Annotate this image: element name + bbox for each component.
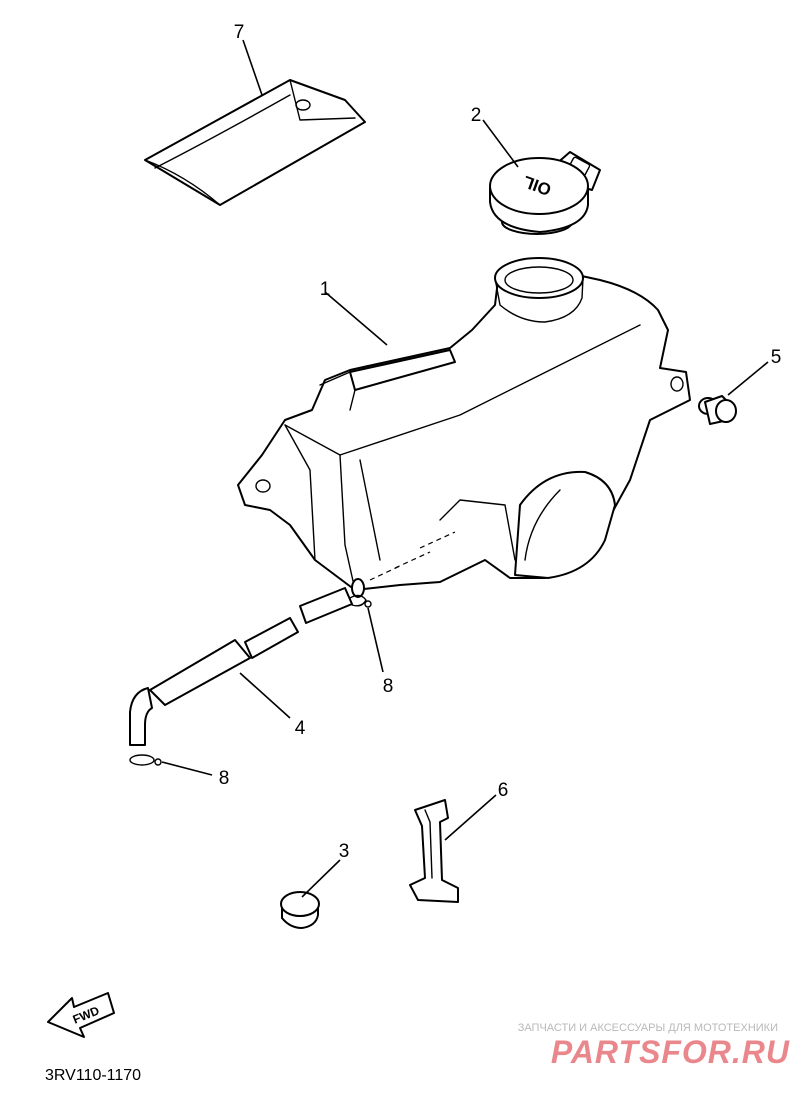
fwd-direction-arrow: FWD (47, 992, 115, 1038)
part-6-bracket (409, 799, 459, 903)
callout-8-lower: 8 (219, 768, 230, 789)
watermark-brand: PARTSFOR.RU (551, 1034, 790, 1070)
watermark-tagline: ЗАПЧАСТИ И АКСЕССУАРЫ ДЛЯ МОТОТЕХНИКИ (518, 1022, 778, 1034)
callout-8-upper: 8 (383, 676, 394, 697)
callout-1: 1 (320, 279, 331, 300)
callout-5: 5 (771, 347, 782, 368)
part-4-hose (129, 578, 365, 746)
part-5-bolt (698, 395, 737, 425)
leader-lines (161, 39, 769, 898)
part-3-grommet (280, 891, 320, 929)
callout-6: 6 (498, 780, 509, 801)
callout-4: 4 (295, 718, 306, 739)
diagram-code: 3RV110-1170 (45, 1067, 141, 1084)
part-1-oil-tank (237, 257, 691, 591)
callout-2: 2 (471, 105, 482, 126)
part-7-pouch (144, 79, 366, 206)
part-8-clip-upper (349, 594, 372, 608)
callout-3: 3 (339, 841, 350, 862)
part-8-clip-lower (129, 754, 162, 766)
part-2-oil-cap: OIL (489, 151, 601, 235)
callout-7: 7 (234, 22, 245, 43)
watermark: ЗАПЧАСТИ И АКСЕССУАРЫ ДЛЯ МОТОТЕХНИКИ PA… (518, 1022, 790, 1070)
